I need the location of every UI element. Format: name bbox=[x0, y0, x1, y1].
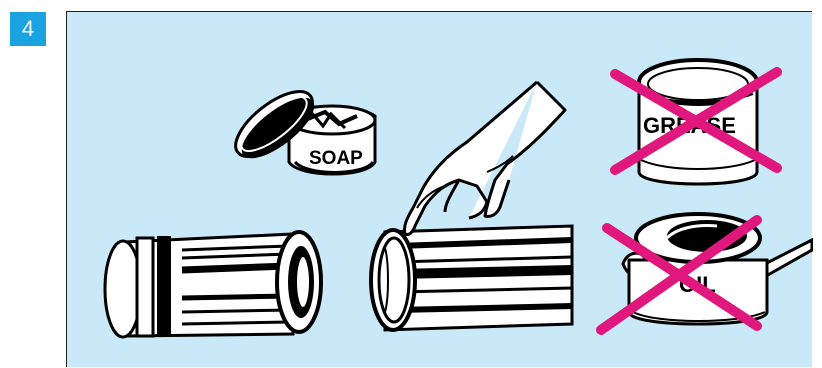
instruction-illustration: SOAP bbox=[67, 12, 813, 368]
soap-tin: SOAP bbox=[225, 80, 375, 174]
step-number-badge: 4 bbox=[10, 12, 46, 46]
pipe-with-hand bbox=[371, 82, 572, 330]
pipe-socket-fitting bbox=[105, 232, 321, 337]
oil-can: OIL bbox=[623, 214, 812, 324]
instruction-illustration-panel: SOAP bbox=[66, 11, 812, 367]
soap-label: SOAP bbox=[309, 148, 363, 169]
